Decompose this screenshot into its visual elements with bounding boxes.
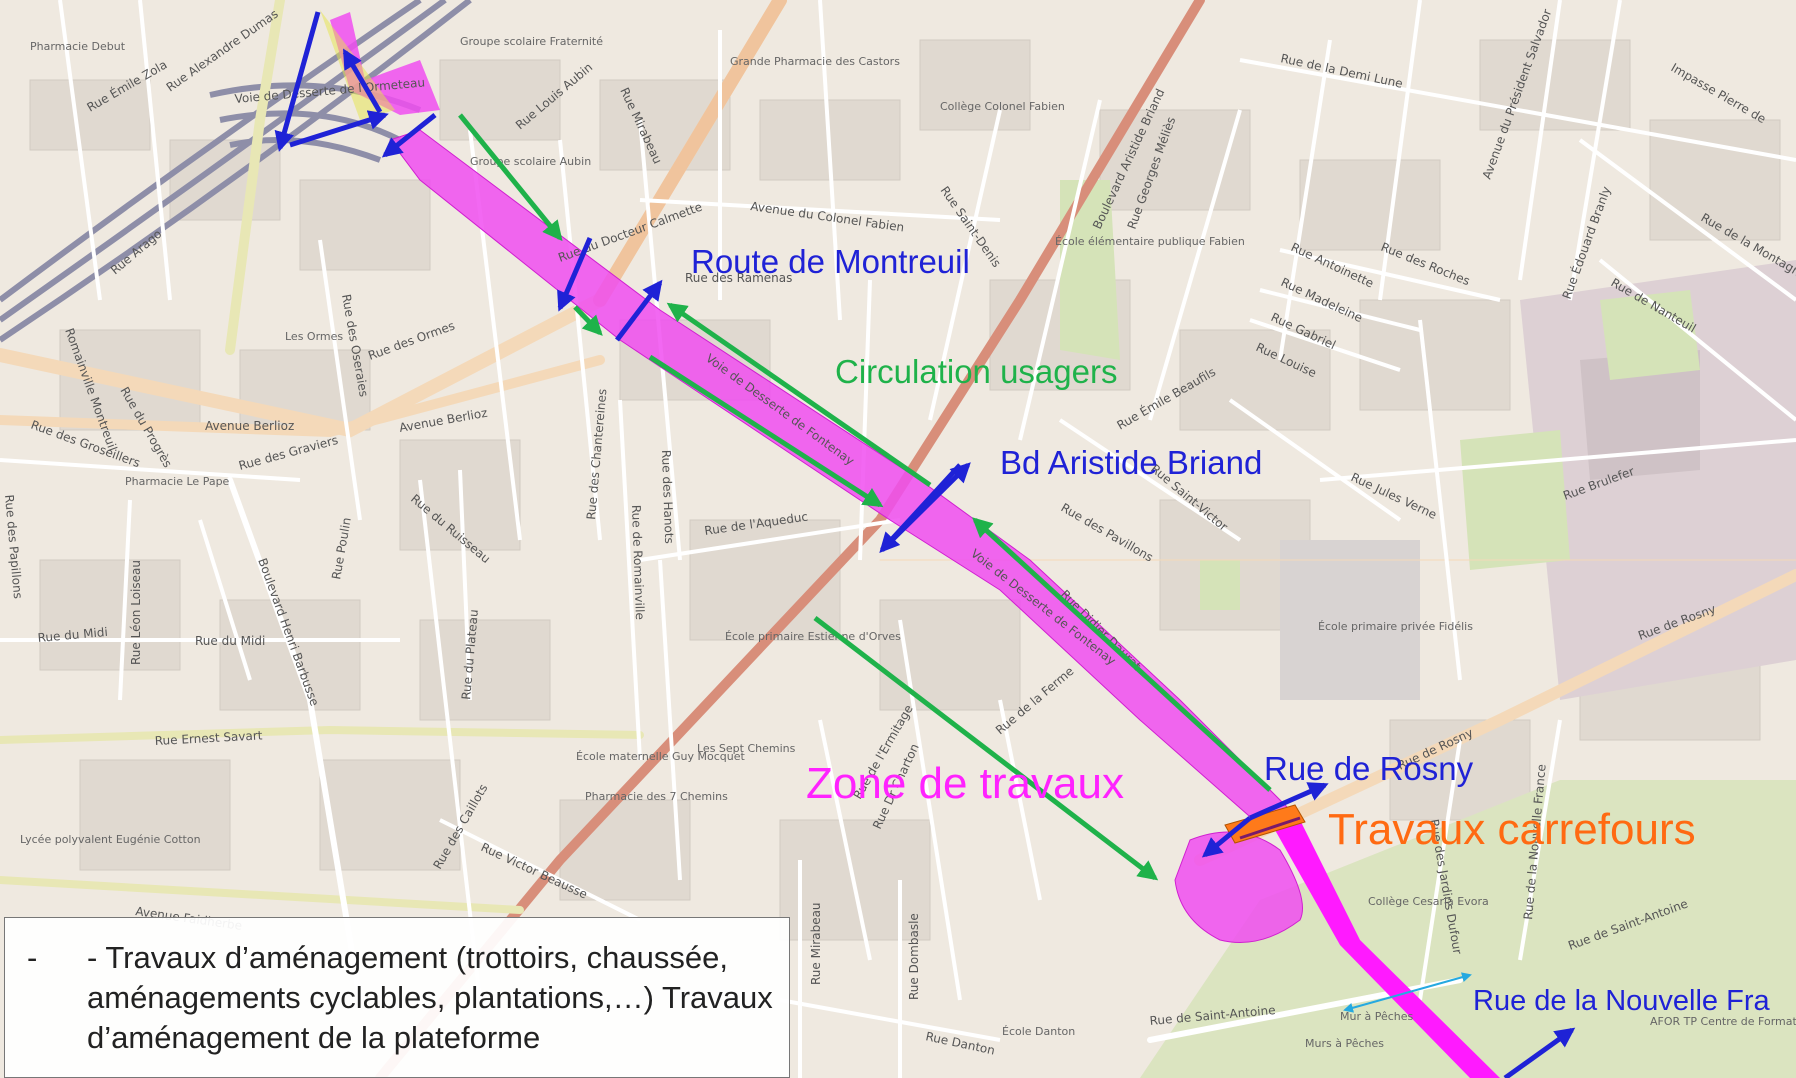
mur-peches-arrow xyxy=(1343,972,1472,1013)
legend-box: - - Travaux d’aménagement (trottoirs, ch… xyxy=(4,917,790,1078)
svg-text:École primaire privée Fidélis: École primaire privée Fidélis xyxy=(1318,620,1473,633)
svg-text:Rue Léon Loiseau: Rue Léon Loiseau xyxy=(129,560,143,665)
svg-text:AFOR TP Centre de Formation: AFOR TP Centre de Formation xyxy=(1650,1015,1796,1028)
svg-text:École maternelle Guy Mocquet: École maternelle Guy Mocquet xyxy=(576,750,746,763)
svg-text:Rue des Hanots: Rue des Hanots xyxy=(659,450,676,544)
svg-text:Pharmacie des 7 Chemins: Pharmacie des 7 Chemins xyxy=(585,790,728,803)
svg-text:Groupe scolaire Aubin: Groupe scolaire Aubin xyxy=(470,155,591,168)
legend-bullet: - xyxy=(27,940,38,975)
label-rue-nouvelle-france: Rue de la Nouvelle Fra xyxy=(1473,985,1770,1017)
legend-text: - Travaux d’aménagement (trottoirs, chau… xyxy=(87,940,773,1055)
svg-text:Pharmacie Le Pape: Pharmacie Le Pape xyxy=(125,475,230,488)
svg-text:Les Sept Chemins: Les Sept Chemins xyxy=(697,742,796,755)
svg-text:Les Ormes: Les Ormes xyxy=(285,330,343,343)
svg-text:Rue du Midi: Rue du Midi xyxy=(37,625,108,645)
label-rue-de-rosny: Rue de Rosny xyxy=(1264,750,1474,787)
svg-text:Rue du Midi: Rue du Midi xyxy=(195,634,265,648)
svg-text:Collège Colonel Fabien: Collège Colonel Fabien xyxy=(940,100,1065,113)
svg-text:Mur à Pêches: Mur à Pêches xyxy=(1340,1010,1414,1023)
commercial-building xyxy=(1280,540,1420,700)
svg-text:Pharmacie Debut: Pharmacie Debut xyxy=(30,40,126,53)
svg-text:Lycée polyvalent Eugénie Cotto: Lycée polyvalent Eugénie Cotton xyxy=(20,833,201,846)
svg-text:Collège Cesaria Evora: Collège Cesaria Evora xyxy=(1368,895,1489,908)
svg-text:Murs à Pêches: Murs à Pêches xyxy=(1305,1037,1384,1050)
label-bd-aristide-briand: Bd Aristide Briand xyxy=(1000,444,1263,481)
svg-text:École élémentaire publique Fab: École élémentaire publique Fabien xyxy=(1055,235,1245,248)
svg-text:Rue Mirabeau: Rue Mirabeau xyxy=(809,902,823,985)
label-travaux-carrefours: Travaux carrefours xyxy=(1328,805,1696,854)
svg-text:Rue de Romainville: Rue de Romainville xyxy=(629,505,647,620)
label-circulation-usagers: Circulation usagers xyxy=(835,353,1118,390)
svg-text:Grande Pharmacie des Castors: Grande Pharmacie des Castors xyxy=(730,55,900,68)
svg-text:Groupe scolaire Fraternité: Groupe scolaire Fraternité xyxy=(460,35,603,48)
svg-text:Rue Ernest Savart: Rue Ernest Savart xyxy=(154,728,263,748)
svg-text:Rue des Ramenas: Rue des Ramenas xyxy=(685,271,792,285)
poi-labels: Pharmacie Debut Groupe scolaire Fraterni… xyxy=(20,35,1796,1050)
svg-text:École Danton: École Danton xyxy=(1002,1025,1075,1038)
traffic-arrows-green xyxy=(458,113,1272,881)
traffic-arrows-blue xyxy=(274,11,1576,1078)
industrial-building xyxy=(1580,350,1700,480)
green-areas xyxy=(1060,180,1796,1078)
label-zone-travaux: Zone de travaux xyxy=(806,759,1124,808)
label-route-montreuil: Route de Montreuil xyxy=(691,243,970,280)
svg-text:Rue Dombasle: Rue Dombasle xyxy=(907,913,921,1000)
svg-text:Avenue Berlioz: Avenue Berlioz xyxy=(205,419,294,433)
svg-text:École primaire Estienne d'Orve: École primaire Estienne d'Orves xyxy=(725,630,901,643)
